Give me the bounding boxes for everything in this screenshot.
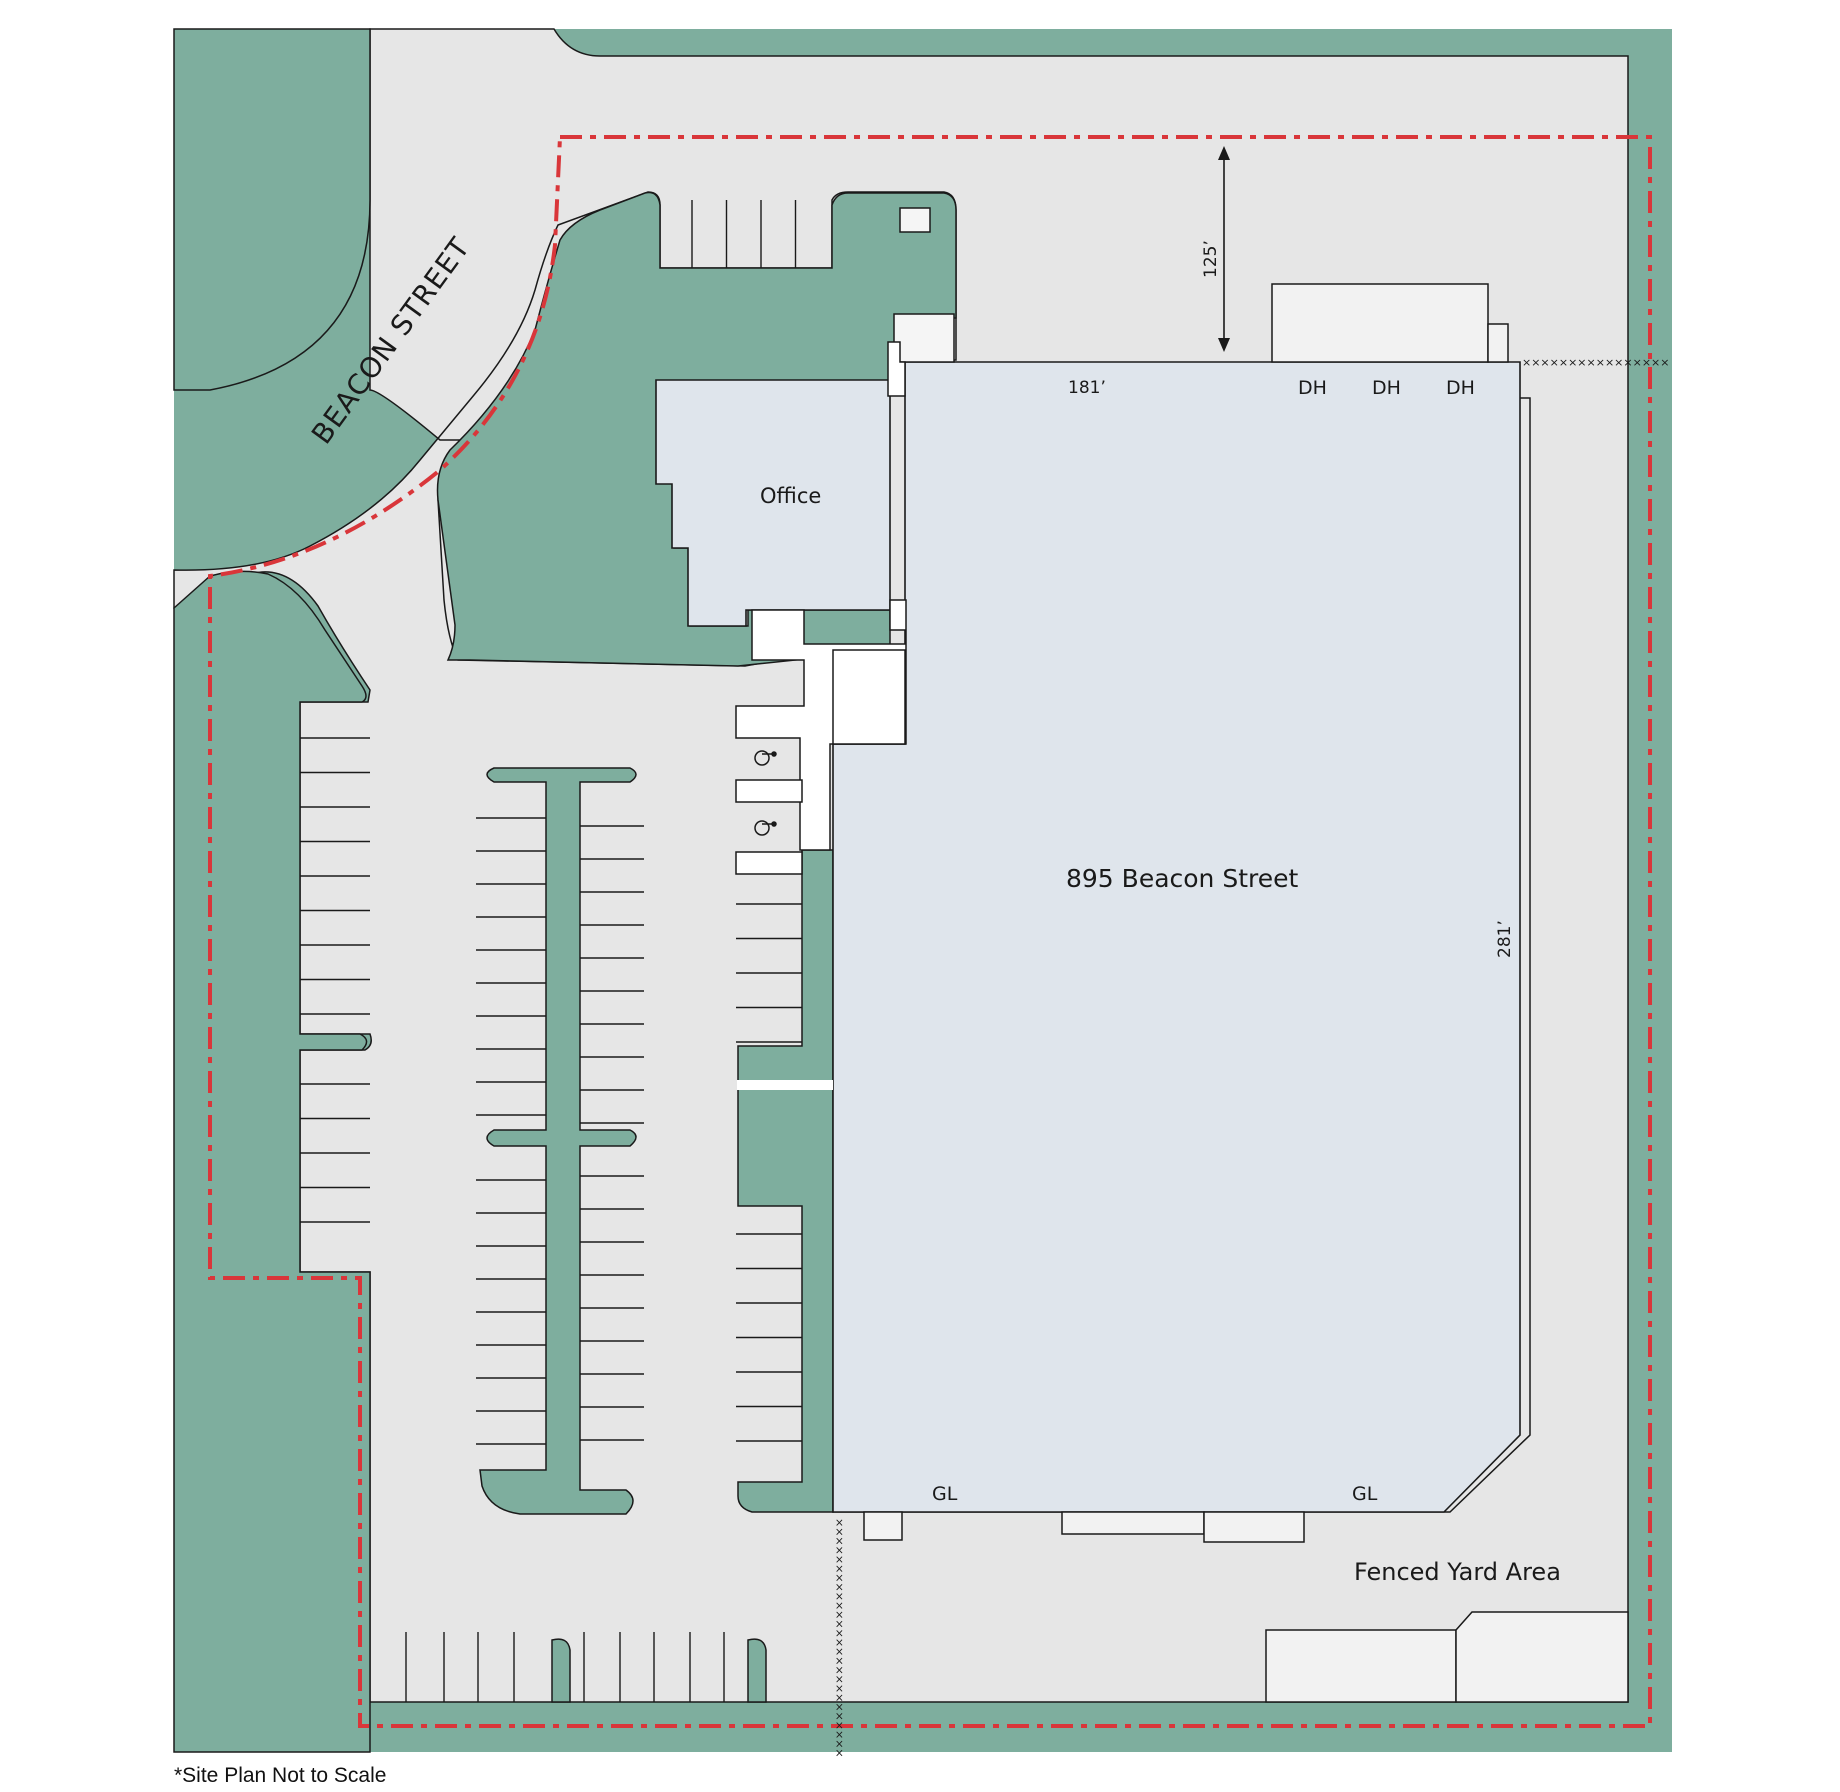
side-dimension-label: 281’ [1495,920,1515,958]
wheelchair-icon [754,750,777,836]
office-label: Office [760,484,821,508]
office-block [655,379,891,627]
walkways [735,207,955,1090]
grade-level-label-1: GL [932,1483,958,1505]
svg-text:××××××××××××××××××××××××××: ×××××××××××××××××××××××××× [833,1518,846,1758]
dock-pads [863,283,1629,1703]
svg-text:××××××××××××××××: ×××××××××××××××× [1522,356,1669,369]
grade-level-label-2: GL [1352,1483,1378,1505]
landscape-islands [173,28,957,1753]
double-arrow-icon [1218,146,1230,352]
dock-high-label-1: DH [1298,377,1327,399]
dock-high-label-2: DH [1372,377,1401,399]
property-boundary [208,135,1652,1728]
dock-high-label-3: DH [1446,377,1475,399]
footnote: *Site Plan Not to Scale [174,1764,387,1787]
fence-lines: ×××××××××××××××× ×××××××××××××××××××××××… [833,356,1669,1758]
building-name-label: 895 Beacon Street [1066,864,1299,893]
fenced-yard-label: Fenced Yard Area [1354,1558,1561,1586]
setback-dimension-label: 125’ [1201,240,1221,278]
parking-stall-lines [300,200,802,1702]
top-dimension-label: 181’ [1068,378,1106,398]
building-footprint [832,361,1521,1513]
